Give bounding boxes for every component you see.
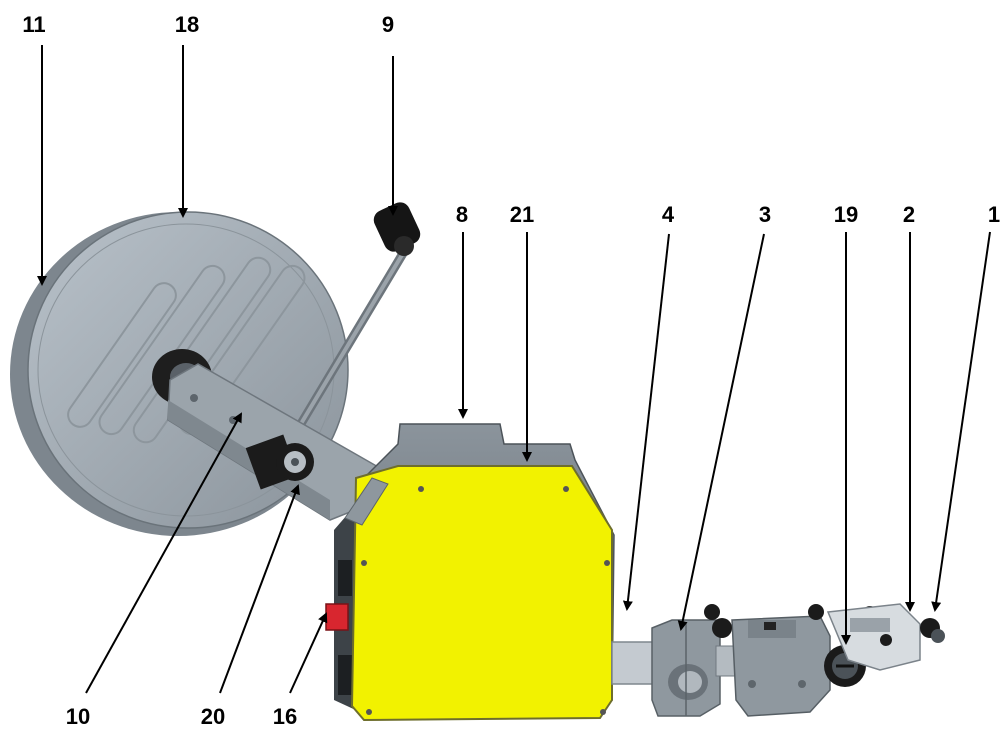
dancer-arm [291,202,421,437]
feeder-housing [325,423,615,722]
callout-labels: 11 18 9 8 21 4 3 19 2 1 10 20 16 [22,12,1000,729]
callout-2: 2 [903,202,915,227]
callout-18: 18 [175,12,199,37]
callout-3: 3 [759,202,771,227]
tip-rollers [920,618,945,643]
counterweight [373,202,421,256]
straightener-body [731,615,831,717]
callout-leaders [37,45,991,694]
leader-20 [219,484,300,694]
callout-10: 10 [66,704,90,729]
callout-4: 4 [662,202,675,227]
callout-8: 8 [456,202,468,227]
callout-9: 9 [382,12,394,37]
callout-16: 16 [273,704,297,729]
leader-3 [677,233,765,631]
wire-guide-assembly [611,603,945,717]
clamp-block [651,619,721,717]
callout-19: 19 [834,202,858,227]
power-switch [325,603,349,631]
callout-1: 1 [988,202,1000,227]
end-plate [826,603,921,671]
yellow-front-panel [350,465,613,722]
callout-11: 11 [22,12,45,37]
guide-pulley [245,434,314,490]
leader-10 [85,412,242,694]
leader-4 [622,233,670,611]
leader-16 [289,612,328,694]
leader-1 [931,231,991,612]
callout-21: 21 [510,202,534,227]
callout-20: 20 [201,704,225,729]
